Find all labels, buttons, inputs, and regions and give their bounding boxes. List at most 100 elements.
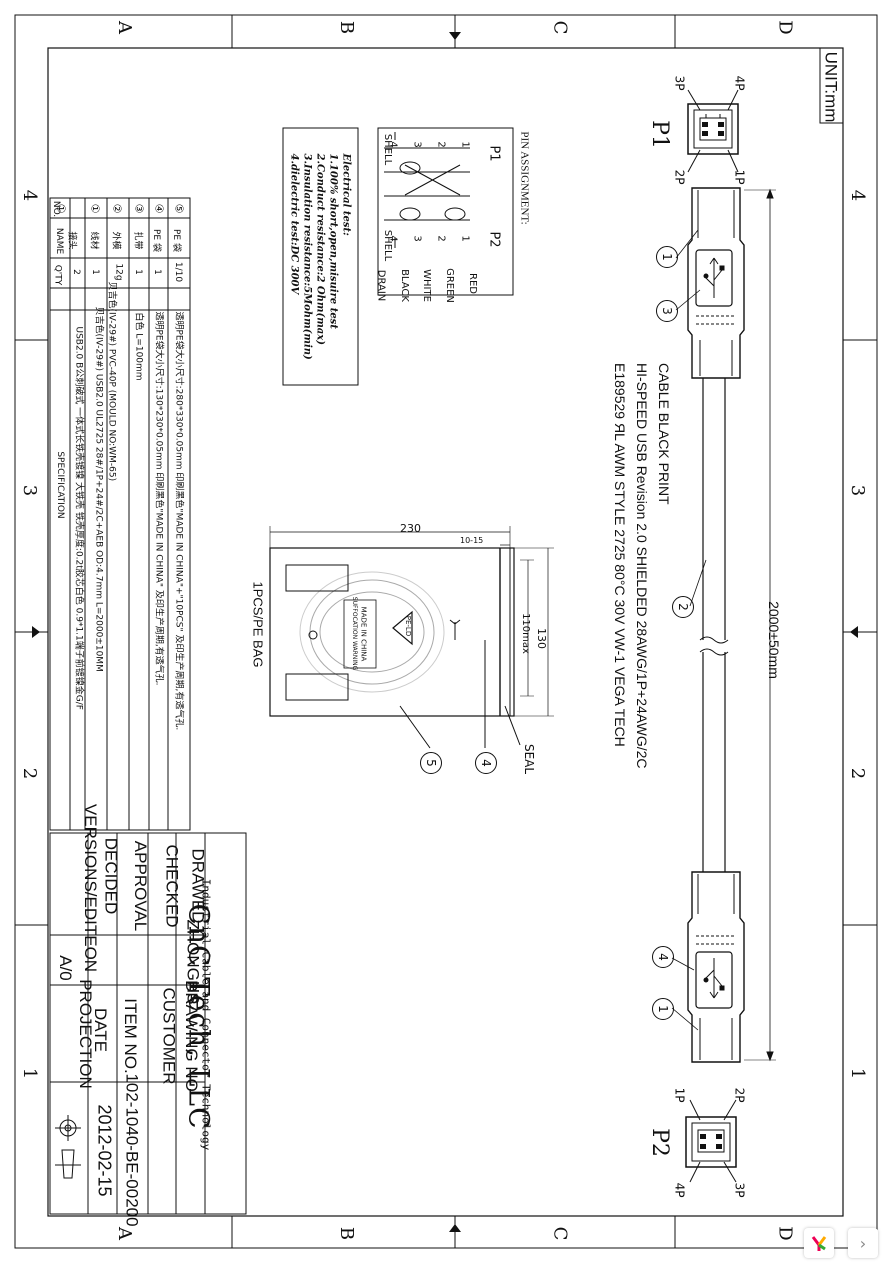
zone-letter-bottom-b: B [336,1226,358,1241]
pin-p1-4: 4 [387,141,399,148]
item-no-label: ITEM NO. [120,998,140,1074]
pin-schematic [377,127,514,296]
bom-row-3-qty: 1 [132,269,143,275]
zone-letter-bottom-a: A [114,1227,135,1240]
zone-number-right-1: 1 [847,1067,869,1080]
bom-row-5-spec: 透明PE袋大小尺寸:280*330*0.05mm 印刷黑色"MADE IN CH… [173,311,184,731]
cable-assembly [687,187,776,1063]
projection-symbol [55,1115,81,1179]
p1-pin-3p: 3P [672,75,687,91]
zone-letter-top-a: A [114,21,135,34]
zone-letter-bottom-c: C [549,1226,571,1241]
bom-row-4-qty: 1 [151,269,162,275]
p1-label: P1 [646,120,672,149]
pin-p1-3: 3 [411,141,423,148]
p2-face [685,1099,737,1183]
pin-p2-3: 3 [411,235,423,242]
pin-p1-label: P1 [486,145,502,162]
bom-row-4-name: PE 袋 [150,229,161,252]
length-dimension: 2000±50mm [765,601,782,679]
wire-red: RED [466,273,478,294]
customer-label: CUSTOMER [159,987,179,1085]
pin-p2-1: 1 [459,235,471,242]
p1-pin-1p: 1P [732,169,747,185]
bag-made-in: MADE IN CHINA [359,606,368,662]
bom-row-1a-no: ① [88,203,102,214]
zone-number-left-3: 3 [19,484,41,497]
p2-pin-3p: 3P [732,1182,747,1198]
zone-number-left-2: 2 [19,767,41,780]
item-no-value: 102-1040-BE-00200 [122,1073,142,1227]
version-value: A/0 [55,955,75,981]
p2-label: P2 [646,1128,672,1157]
p2-pin-1p: 1P [672,1087,687,1103]
pin-p2-4: 4 [387,235,399,242]
cable-print-line1: HI-SPEED USB Revision 2.0 SHIELDED 28AWG… [634,363,650,769]
seal-label: SEAL [522,743,537,775]
approval-label: APPROVAL [131,840,151,932]
unit-label: UNIT:mm [821,51,841,123]
cable-print-line2: E189529 ЯL AWM STYLE 2725 80°C 30V VW-1 … [612,363,628,747]
zone-letter-top-d: D [774,20,796,35]
bom-row-2-qty: 12g [113,263,124,281]
p1-pin-2p: 2P [672,169,687,185]
balloon-4-cable: 4 [652,946,674,968]
balloon-5: 5 [420,752,442,774]
bom-header-spec: SPECIFICATION [55,451,65,519]
wire-drain: DRAIN [375,269,387,302]
bom-row-5-no: ⑤ [172,203,186,214]
zone-number-left-1: 1 [19,1067,41,1080]
pin-p1-2: 2 [435,141,447,148]
pe-bag [269,526,554,749]
balloon-2: 2 [672,596,694,618]
bom-header-qty: Q'TY [52,264,63,286]
bom-row-1a-spec: 贝吉色(IV-29#) USB2.0 UL2725 28#/1P+24#/2C+… [93,306,104,672]
bom-row-2-spec: 贝吉色(IV-29#) PVC-40P (MOULD NO:WM-65) [106,281,117,482]
bom-row-3-name: 扎带 [132,231,143,250]
electrical-test-line-4: 4.dielectric test:DC 300V [288,153,300,295]
pin-p2-2: 2 [435,235,447,242]
zone-letter-top-c: C [549,20,571,35]
electrical-test-line-3: 3.Insulation resistance:5Mohm(min) [301,153,313,360]
balloon-1-bottom: 1 [652,998,674,1020]
zone-letter-top-b: B [336,20,358,35]
p1-pin-4p: 4P [732,75,747,91]
wire-green: GREEN [443,268,455,303]
bom-row-3-spec: 白色 L=100mm [133,312,144,381]
next-page-chevron-icon[interactable]: › [848,1228,878,1258]
bom-row-1a-name: 线材 [88,231,99,250]
bom-row-1b-spec: USB2.0 B公刺破式 一体式长铁壳镀镍 大铁壳 铁壳厚度:0.2t胶芯白色 … [73,326,84,710]
bag-height-dim: 130 [535,628,548,649]
drawed-label: DRAWED [188,848,208,924]
date-value: 2012-02-15 [94,1104,115,1197]
balloon-1-top: 1 [656,246,678,268]
wire-black: BLACK [398,269,410,302]
p2-pin-4p: 4P [672,1182,687,1198]
pin-shell-left: SHELL [382,133,394,166]
bom-row-1a-qty: 1 [89,269,100,275]
version-label: VERSIONS/EDITEON [81,803,101,973]
bom-row-3-no: ③ [132,203,146,214]
bom-row-2-name: 外模 [110,231,121,250]
viewer-logo-icon[interactable] [804,1228,834,1258]
projection-label: PROJECTION [75,979,95,1089]
pin-assignment-title: PIN ASSIGNMENT: [518,131,531,225]
zone-number-right-2: 2 [847,767,869,780]
bom-row-1b-name: 接头 [66,231,77,250]
p2-pin-2p: 2P [732,1087,747,1103]
electrical-test-title: Electrical test: [340,153,352,236]
bag-label: 1PCS/PE BAG [250,581,266,668]
zone-number-left-4: 4 [19,189,41,202]
bom-grid [49,197,191,831]
pin-p2-label: P2 [486,231,502,248]
zone-number-right-3: 3 [847,484,869,497]
bom-header-name: NAME [54,227,65,255]
cable-print-block: CABLE BLACK PRINT HI-SPEED USB Revision … [609,363,675,769]
bom-row-5-qty: 1/10 [173,261,184,283]
bom-row-4-no: ④ [152,203,166,214]
bom-row-2-no: ② [110,203,124,214]
balloon-4-bag: 4 [475,752,497,774]
bom-row-1b-qty: 2 [70,269,81,275]
cable-print-title: CABLE BLACK PRINT [656,363,672,505]
